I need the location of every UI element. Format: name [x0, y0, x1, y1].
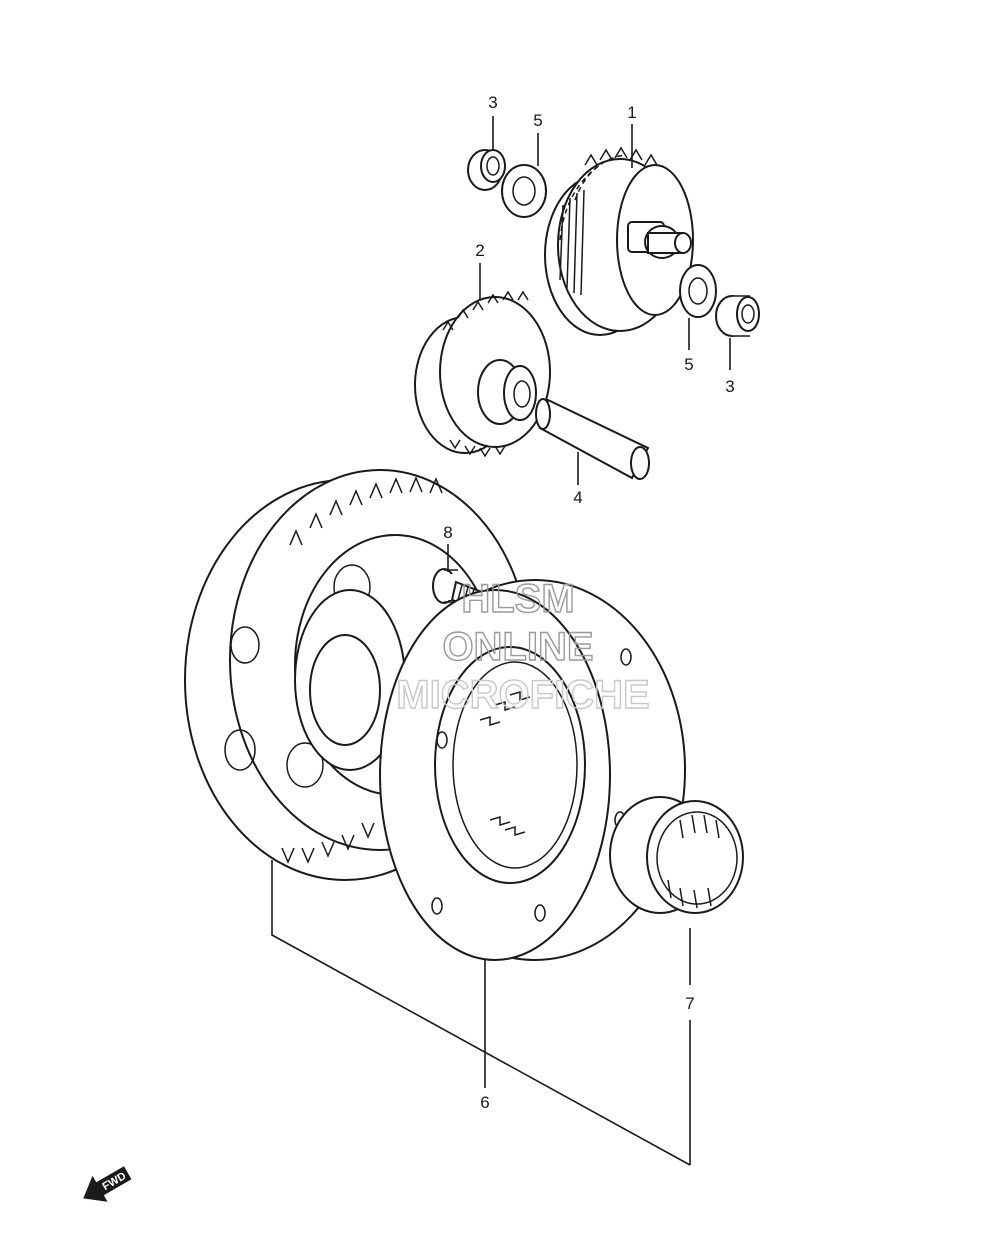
washer-bottom	[679, 264, 717, 318]
fwd-arrow-icon: FWD	[83, 1166, 132, 1202]
callout-1: 1	[627, 103, 636, 122]
gear-shaft	[535, 398, 650, 480]
bushing-top	[467, 149, 506, 191]
watermark-line-3: MICROFICHE	[396, 673, 649, 717]
callout-3-top: 3	[488, 93, 497, 112]
idle-gear	[414, 290, 551, 458]
callout-4: 4	[573, 488, 582, 507]
leader-lines	[271, 116, 731, 1166]
fwd-label: FWD	[101, 1170, 129, 1193]
callout-6: 6	[480, 1093, 489, 1112]
needle-bearing	[609, 796, 744, 914]
callout-2: 2	[475, 241, 484, 260]
watermark-line-1: HLSM	[461, 577, 574, 621]
callout-7: 7	[685, 994, 694, 1013]
callout-3-bottom: 3	[725, 377, 734, 396]
clutch-gear-assembly	[544, 146, 694, 336]
callout-8: 8	[443, 523, 452, 542]
watermark-line-2: ONLINE	[442, 625, 593, 669]
watermark: HLSM ONLINE MICROFICHE	[396, 576, 651, 717]
bushing-bottom	[715, 295, 760, 337]
callout-5-top: 5	[533, 111, 542, 130]
washer-top	[501, 164, 547, 218]
callout-5-bottom: 5	[684, 355, 693, 374]
